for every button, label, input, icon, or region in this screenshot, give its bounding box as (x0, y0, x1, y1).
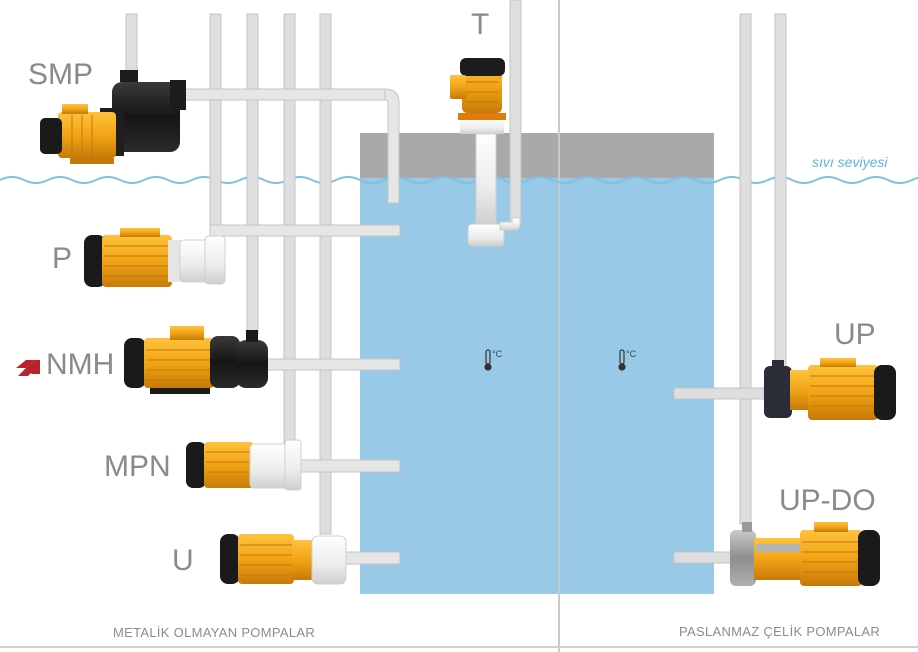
thermometer-icon (618, 349, 626, 371)
label-u: U (172, 544, 194, 577)
pump-up-do (730, 522, 880, 586)
left-horizontal-pipes (184, 88, 401, 565)
pump-p (84, 228, 226, 287)
footer-right: PASLANMAZ ÇELİK POMPALAR (679, 624, 881, 639)
pump-smp (40, 70, 186, 164)
label-nmh: NMH (46, 348, 115, 381)
label-t: T (471, 8, 490, 41)
pump-u (220, 534, 347, 585)
pump-mpn (186, 439, 302, 491)
tank-water (360, 178, 714, 594)
thermometer-icon (484, 349, 492, 371)
label-mpn: MPN (104, 450, 171, 483)
temperature-unit: °C (626, 349, 637, 359)
temperature-unit: °C (492, 349, 503, 359)
tank-top-gray (360, 133, 714, 178)
label-up-do: UP-DO (779, 484, 876, 517)
nmh-logo-icon (16, 360, 40, 376)
t-pump-pipe (509, 0, 522, 226)
label-up: UP (834, 318, 876, 351)
label-smp: SMP (28, 58, 94, 91)
pump-t (450, 58, 521, 247)
pump-nmh (124, 326, 268, 394)
pump-up (764, 358, 896, 420)
label-p: P (52, 242, 73, 275)
footer-left: METALİK OLMAYAN POMPALAR (113, 625, 316, 640)
liquid-level-label: sıvı seviyesi (812, 154, 888, 170)
